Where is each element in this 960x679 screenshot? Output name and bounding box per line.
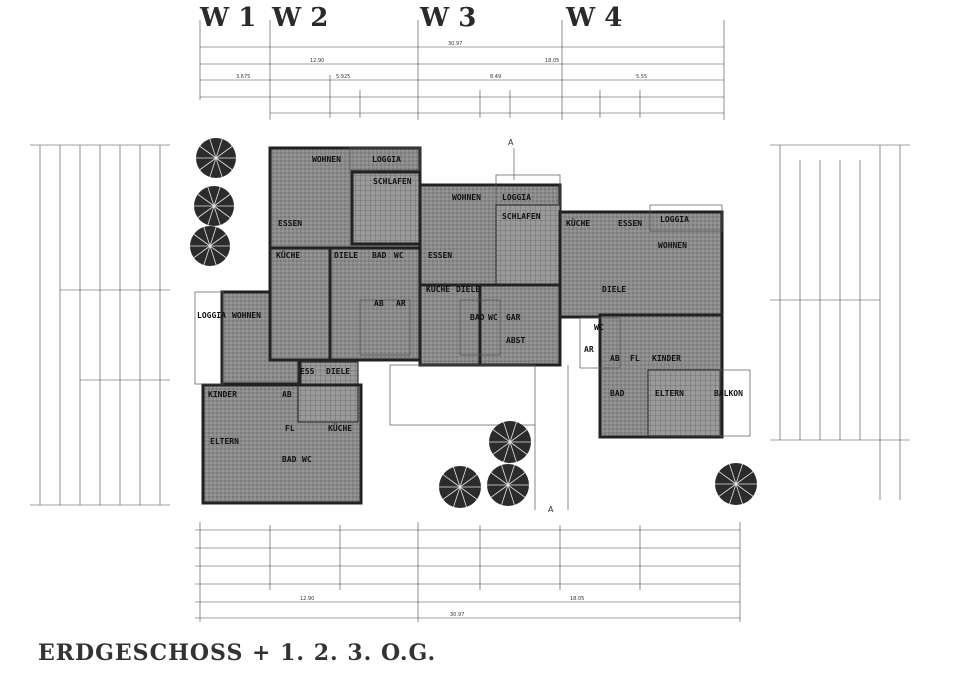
unit-headers: W 1 W 2 W 3 W 4 [199, 3, 622, 33]
rooms-w4: KÜCHE ESSEN LOGGIA WOHNEN DIELE WC AR AB… [566, 215, 743, 398]
dim-top-row3-d: 5.55 [636, 74, 647, 80]
dim-bottom-row-b-b: 18.05 [570, 596, 584, 602]
room-w3-bad: BAD [470, 313, 485, 322]
room-w4-kinder: KINDER [652, 354, 681, 363]
bottom-dimension-chains: 12.90 18.05 30.97 [195, 522, 741, 622]
section-marker-bottom: A [548, 505, 554, 514]
unit-label-w2: W 2 [271, 3, 328, 33]
room-w1-kinder: KINDER [208, 390, 237, 399]
room-w3-wc: WC [488, 313, 498, 322]
dim-top-row3-a: 3.675 [236, 74, 250, 80]
room-w3-loggia: LOGGIA [502, 193, 531, 202]
tree-icon [196, 138, 236, 178]
unit-label-w1: W 1 [199, 3, 256, 33]
room-w2-wc: WC [394, 251, 404, 260]
dim-top-overall: 30.97 [448, 41, 462, 47]
section-markers: A A [508, 138, 554, 514]
room-w1-diele: DIELE [326, 367, 350, 376]
room-w2-ab: AB [374, 299, 384, 308]
room-w4-kueche: KÜCHE [566, 218, 590, 228]
room-w3-schlafen: SCHLAFEN [502, 212, 541, 221]
building-footprint [194, 146, 751, 510]
section-marker-top: A [508, 138, 514, 147]
rooms-w1: LOGGIA WOHNEN KINDER AB ELTERN BAD WC DI… [197, 311, 352, 464]
room-w4-eltern: ELTERN [655, 389, 684, 398]
room-w3-essen: ESSEN [428, 251, 452, 260]
dim-bottom-overall: 30.97 [450, 612, 464, 618]
tree-icon [715, 463, 757, 505]
room-w1-ab: AB [282, 390, 292, 399]
tree-icon [489, 421, 531, 463]
room-w2-loggia: LOGGIA [372, 155, 401, 164]
drawing-caption: ERDGESCHOSS + 1. 2. 3. O.G. [38, 640, 436, 666]
dim-top-row3-b: 5.925 [336, 74, 350, 80]
room-w4-essen: ESSEN [618, 219, 642, 228]
rooms-w3: WOHNEN LOGGIA SCHLAFEN ESSEN KÜCHE DIELE… [426, 193, 541, 345]
room-w4-loggia: LOGGIA [660, 215, 689, 224]
room-w2-essen: ESSEN [278, 219, 302, 228]
room-w2-bad: BAD [372, 251, 387, 260]
room-w3-kueche: KÜCHE [426, 284, 450, 294]
room-w1-ess: ESS [300, 367, 315, 376]
room-w1-wc: WC [302, 455, 312, 464]
tree-icon [194, 186, 234, 226]
tree-icon [190, 226, 230, 266]
room-w4-ar: AR [584, 345, 594, 354]
tree-icon [487, 464, 529, 506]
room-w1-wohnen: WOHNEN [232, 311, 261, 320]
room-w1-bad: BAD [282, 455, 297, 464]
room-w1-fl: FL [285, 424, 295, 433]
dim-bottom-row-b-a: 12.90 [300, 596, 314, 602]
room-w2-schlafen: SCHLAFEN [373, 177, 412, 186]
tree-icon [439, 466, 481, 508]
right-dimension-chains [770, 144, 910, 500]
room-w4-ab: AB [610, 354, 620, 363]
room-w3-diele: DIELE [456, 285, 480, 294]
unit-label-w3: W 3 [419, 3, 476, 33]
top-dimension-chains: 30.97 12.90 18.05 3.675 5.925 8.49 5.55 [199, 20, 725, 120]
dim-top-row2-b: 18.05 [545, 58, 559, 64]
room-w4-fl: FL [630, 354, 640, 363]
left-dimension-chains [30, 144, 170, 506]
room-w3-wohnen: WOHNEN [452, 193, 481, 202]
rooms-w2: WOHNEN LOGGIA SCHLAFEN ESSEN KÜCHE DIELE… [276, 155, 412, 308]
unit-label-w4: W 4 [565, 3, 622, 33]
room-w3-abst: ABST [506, 336, 525, 345]
room-w4-wc: WC [594, 323, 604, 332]
room-w2-wohnen: WOHNEN [312, 155, 341, 164]
room-w4-diele: DIELE [602, 285, 626, 294]
room-w4-balkon: BALKON [714, 389, 743, 398]
room-w1-eltern: ELTERN [210, 437, 239, 446]
room-w2-kueche: KÜCHE [276, 250, 300, 260]
room-w1-loggia: LOGGIA [197, 311, 226, 320]
dim-top-row3-c: 8.49 [490, 74, 501, 80]
room-w1-kueche: KÜCHE [328, 423, 352, 433]
trees [190, 138, 757, 508]
room-w2-diele: DIELE [334, 251, 358, 260]
room-w4-wohnen: WOHNEN [658, 241, 687, 250]
room-w2-ar: AR [396, 299, 406, 308]
room-w4-bad: BAD [610, 389, 625, 398]
room-w3-gar: GAR [506, 313, 521, 322]
dim-top-row2-a: 12.90 [310, 58, 324, 64]
